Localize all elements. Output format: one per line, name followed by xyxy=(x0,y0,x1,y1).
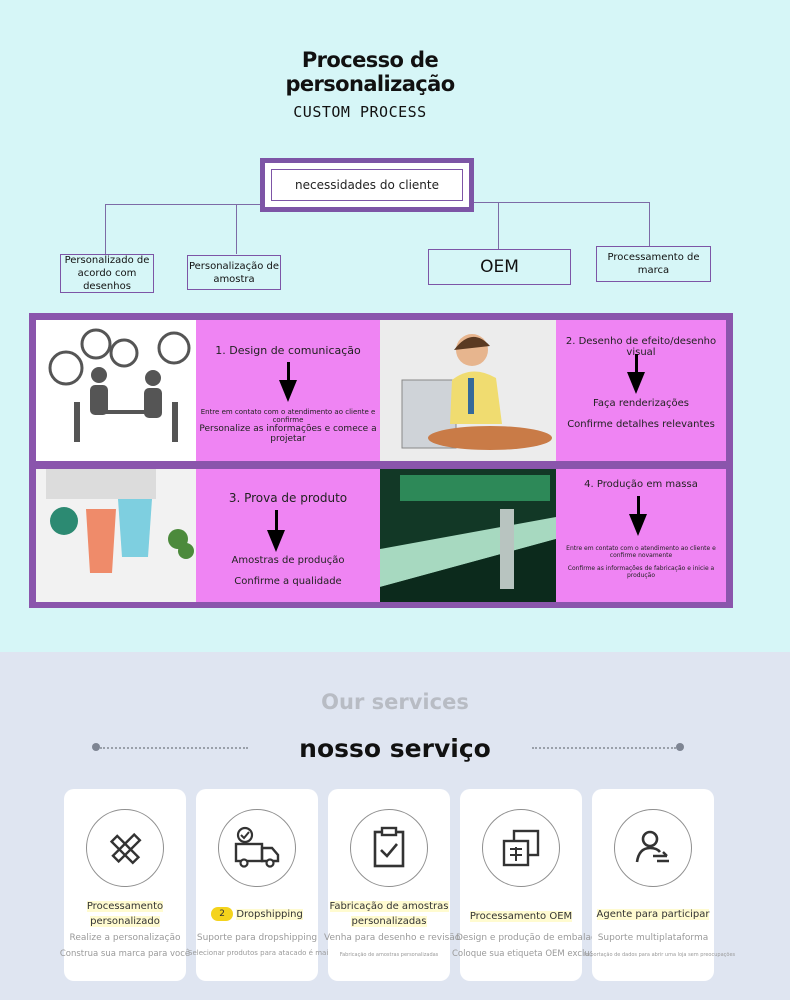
clipboard-check-icon xyxy=(350,809,428,887)
tree-connector xyxy=(498,202,499,249)
step-1-title: 1. Design de comunicação xyxy=(215,344,361,357)
down-arrow-icon xyxy=(287,362,290,384)
step-4-line-2: Confirme as informações de fabricação e … xyxy=(567,565,715,579)
decorative-dotted-line xyxy=(100,747,248,749)
branch-brand: Processamento de marca xyxy=(596,246,711,282)
tree-connector xyxy=(474,202,650,203)
ruler-pencil-icon xyxy=(86,809,164,887)
process-section: Processo de personalização CUSTOM PROCES… xyxy=(0,0,790,652)
delivery-truck-icon xyxy=(218,809,296,887)
service-card-line-2: Fabricação de amostras personalizadas xyxy=(339,952,439,958)
down-arrow-icon xyxy=(635,354,638,376)
service-card-line-1: Suporte para dropshipping xyxy=(196,933,318,943)
service-card-custom[interactable]: Processamento personalizado Realize a pe… xyxy=(60,789,190,981)
tree-connector xyxy=(105,204,260,205)
tree-connector xyxy=(105,204,106,254)
service-card-line-2: Construa sua marca para você xyxy=(59,949,191,959)
branch-sample: Personalização de amostra xyxy=(187,255,281,290)
step-badge: 2 xyxy=(211,907,234,921)
step-4-card: 4. Produção em massa Entre em contato co… xyxy=(556,469,726,602)
branch-oem: OEM xyxy=(428,249,571,285)
service-card-title: Processamento personalizado xyxy=(86,901,164,927)
step-2-card: 2. Desenho de efeito/desenho visual Faça… xyxy=(556,320,726,461)
customer-needs-label: necessidades do cliente xyxy=(271,169,463,201)
tree-connector xyxy=(649,202,650,246)
process-grid: 1. Design de comunicação Entre em contat… xyxy=(29,313,733,608)
service-card-agent[interactable]: Agente para participar Suporte multiplat… xyxy=(584,789,735,981)
step-3-card: 3. Prova de produto Amostras de produção… xyxy=(196,469,380,602)
step-2-line-1: Faça renderizações xyxy=(593,398,689,409)
service-card-title: Processamento OEM xyxy=(469,911,573,922)
label-sticker-icon xyxy=(482,809,560,887)
factory-photo xyxy=(380,469,556,602)
service-card-line-1: Design e produção de embalagens xyxy=(456,933,613,943)
tree-connector xyxy=(236,204,237,254)
step-1-line-1: Entre em contato com o atendimento ao cl… xyxy=(200,408,376,424)
customer-needs-box: necessidades do cliente xyxy=(260,158,474,212)
branch-drawings: Personalizado de acordo com desenhos xyxy=(60,254,154,293)
service-card-line-2: Coloque sua etiqueta OEM exclusiva xyxy=(452,949,607,959)
decorative-dot xyxy=(676,743,684,751)
decorative-dotted-line xyxy=(532,747,676,749)
service-card-samples[interactable]: Fabricação de amostras personalizadas Ve… xyxy=(324,789,460,981)
step-1-line-2: Personalize as informações e comece a pr… xyxy=(199,424,377,444)
down-arrow-icon xyxy=(637,496,640,518)
step-2-title: 2. Desenho de efeito/desenho visual xyxy=(565,336,717,358)
service-card-line-2: Importação de dados para abrir uma loja … xyxy=(584,952,736,958)
service-card-line-2: Selecionar produtos para atacado é mais … xyxy=(188,949,357,957)
services-title-en: Our services xyxy=(321,690,469,714)
service-card-line-1: Suporte multiplataforma xyxy=(597,933,709,943)
meeting-illustration xyxy=(36,320,196,461)
step-4-line-1: Entre em contato com o atendimento ao cl… xyxy=(566,545,716,559)
service-card-title: Fabricação de amostras personalizadas xyxy=(329,901,449,927)
page-subtitle: CUSTOM PROCESS xyxy=(293,103,427,121)
step-3-title: 3. Prova de produto xyxy=(228,491,348,505)
step-2-line-2: Confirme detalhes relevantes xyxy=(567,419,715,430)
down-arrow-icon xyxy=(627,372,645,394)
page-title: Processo de personalização xyxy=(285,48,455,96)
user-agent-icon xyxy=(614,809,692,887)
step-3-line-1: Amostras de produção xyxy=(231,555,345,566)
step-3-line-2: Confirme a qualidade xyxy=(234,576,342,587)
service-card-line-1: Venha para desenho e revisão xyxy=(324,933,461,943)
product-photo xyxy=(36,469,196,602)
step-4-title: 4. Produção em massa xyxy=(584,479,698,490)
service-card-title: 2 Dropshipping xyxy=(196,907,318,922)
designer-illustration xyxy=(380,320,556,461)
service-card-line-1: Realize a personalização xyxy=(69,933,181,943)
service-card-title: Agente para participar xyxy=(596,909,710,920)
down-arrow-icon xyxy=(275,510,278,534)
decorative-dot xyxy=(92,743,100,751)
down-arrow-icon xyxy=(629,514,647,536)
step-1-card: 1. Design de comunicação Entre em contat… xyxy=(196,320,380,461)
down-arrow-icon xyxy=(279,380,297,402)
service-card-oem[interactable]: Processamento OEM Design e produção de e… xyxy=(452,789,613,981)
down-arrow-icon xyxy=(267,530,285,552)
service-card-dropshipping[interactable]: 2 Dropshipping Suporte para dropshipping… xyxy=(188,789,356,981)
services-title-pt: nosso serviço xyxy=(299,734,491,763)
